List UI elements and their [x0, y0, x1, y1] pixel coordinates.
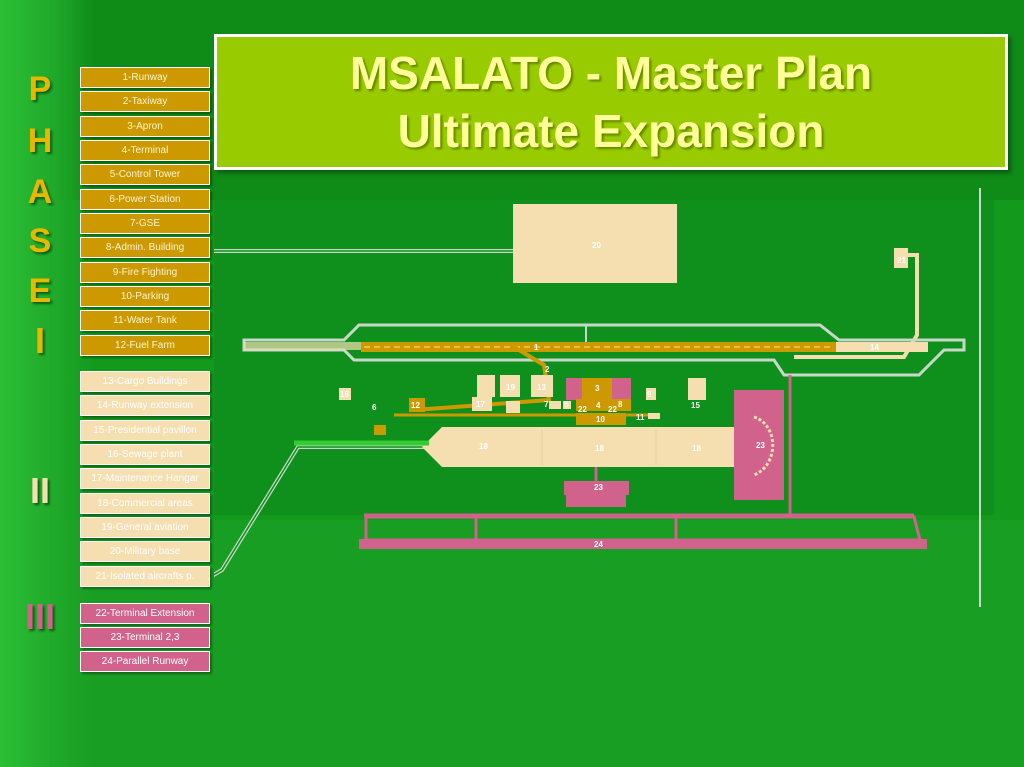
legend-power-station: 6-Power Station [80, 189, 210, 210]
legend-terminal: 4-Terminal [80, 140, 210, 161]
terminal [576, 399, 631, 411]
military-base [513, 204, 677, 283]
legend-runway: 1-Runway [80, 67, 210, 88]
perimeter-taxiway [242, 323, 966, 377]
phase-letter-p: P [28, 70, 52, 108]
legend-runway-extension: 14-Runway extension [80, 395, 210, 416]
label-commercial-c: 18 [692, 444, 701, 453]
left-gradient [0, 0, 95, 767]
label-terminal: 4 [596, 401, 601, 410]
label-commercial-a: 18 [479, 442, 488, 451]
fuel-farm [409, 398, 425, 412]
label-power-station: 6 [372, 403, 377, 412]
legend-cargo-buildings: 13-Cargo Buildings [80, 371, 210, 392]
title-box: MSALATO - Master Plan Ultimate Expansion [214, 34, 1008, 170]
label-commercial-b: 18 [595, 444, 604, 453]
label-terminal23-a: 23 [756, 441, 765, 450]
legend-presidential-pavillon: 15-Presidential pavillon [80, 420, 210, 441]
legend-apron: 3-Apron [80, 116, 210, 137]
maintenance-hangar [472, 397, 492, 411]
legend-sewage-plant: 16-Sewage plant [80, 444, 210, 465]
apron [582, 378, 612, 400]
label-sewage: 16 [340, 390, 349, 399]
label-runway: 1 [534, 343, 539, 352]
label-fuel: 12 [411, 401, 420, 410]
label-water: 11 [636, 413, 645, 422]
legend-water-tank: 11-Water Tank [80, 310, 210, 331]
phase-letter-h: H [27, 122, 53, 160]
legend-fire-fighting: 9-Fire Fighting [80, 262, 210, 283]
legend-fuel-farm: 12-Fuel Farm [80, 335, 210, 356]
airport-master-plan: 20 21 1 14 2 19 13 17 3 4 22 22 5 7 8 10… [214, 188, 994, 607]
legend-commercial-areas: 18-Commercial areas [80, 493, 210, 514]
runway-extension [836, 342, 928, 352]
general-aviation-building [500, 375, 520, 397]
legend-terminal-extension: 22-Terminal Extension [80, 603, 210, 624]
label-cargo: 13 [537, 383, 546, 392]
phase-letter-s: S [28, 222, 52, 260]
label-military-base: 20 [592, 241, 601, 250]
legend-gse: 7-GSE [80, 213, 210, 234]
phase-numeral-2: II [29, 470, 50, 511]
title-line-1: MSALATO - Master Plan [349, 47, 873, 99]
cargo-building [531, 375, 553, 397]
sewage-plant [339, 388, 351, 400]
commercial-areas [422, 427, 769, 467]
label-terminal23-b: 23 [594, 483, 603, 492]
label-fire: 9 [647, 390, 652, 399]
legend-military-base: 20-Military base [80, 541, 210, 562]
power-station [374, 425, 386, 435]
terminal-2 [734, 390, 784, 500]
isolated-taxiway [794, 253, 919, 359]
parking [576, 413, 626, 425]
label-parallel-runway: 24 [594, 540, 603, 549]
fire-station [646, 388, 656, 400]
label-presidential: 15 [691, 401, 700, 410]
legend-maintenance-hangar: 17-Maintenance Hangar [80, 468, 210, 489]
label-terminal-extension-b: 22 [608, 405, 617, 414]
phase-letter-e: E [28, 272, 52, 310]
isolated-parking [894, 248, 908, 268]
title-line-2: Ultimate Expansion [397, 105, 825, 157]
label-runway-extension: 14 [870, 343, 879, 352]
label-terminal-extension-a: 22 [578, 405, 587, 414]
phase-numeral-1: I [34, 320, 45, 361]
presidential-pavillon [688, 378, 706, 400]
label-maintenance: 17 [476, 400, 485, 409]
water-tank [648, 413, 660, 419]
cargo-building-a [477, 375, 495, 397]
label-general-aviation: 19 [506, 383, 515, 392]
label-parking: 10 [596, 415, 605, 424]
legend-terminal-2-3: 23-Terminal 2,3 [80, 627, 210, 648]
parallel-runway [359, 539, 927, 549]
parallel-taxiway [364, 515, 922, 542]
legend-admin-building: 8-Admin. Building [80, 237, 210, 258]
terminal-3 [564, 481, 629, 495]
legend-control-tower: 5-Control Tower [80, 164, 210, 185]
legend-parking: 10-Parking [80, 286, 210, 307]
label-control-tower: 5 [564, 400, 569, 409]
phase-letter-a: A [27, 173, 53, 211]
legend-taxiway: 2-Taxiway [80, 91, 210, 112]
label-apron: 3 [595, 384, 600, 393]
legend-parallel-runway: 24-Parallel Runway [80, 651, 210, 672]
phase-numeral-3: III [24, 596, 55, 637]
label-gse: 7 [544, 400, 549, 409]
legend-isolated-aircrafts: 21-Isolated aircrafts p. [80, 566, 210, 587]
label-admin: 8 [618, 400, 623, 409]
legend-general-aviation: 19-General aviation [80, 517, 210, 538]
label-taxiway: 2 [545, 365, 550, 374]
label-isolated: 21 [897, 256, 906, 265]
